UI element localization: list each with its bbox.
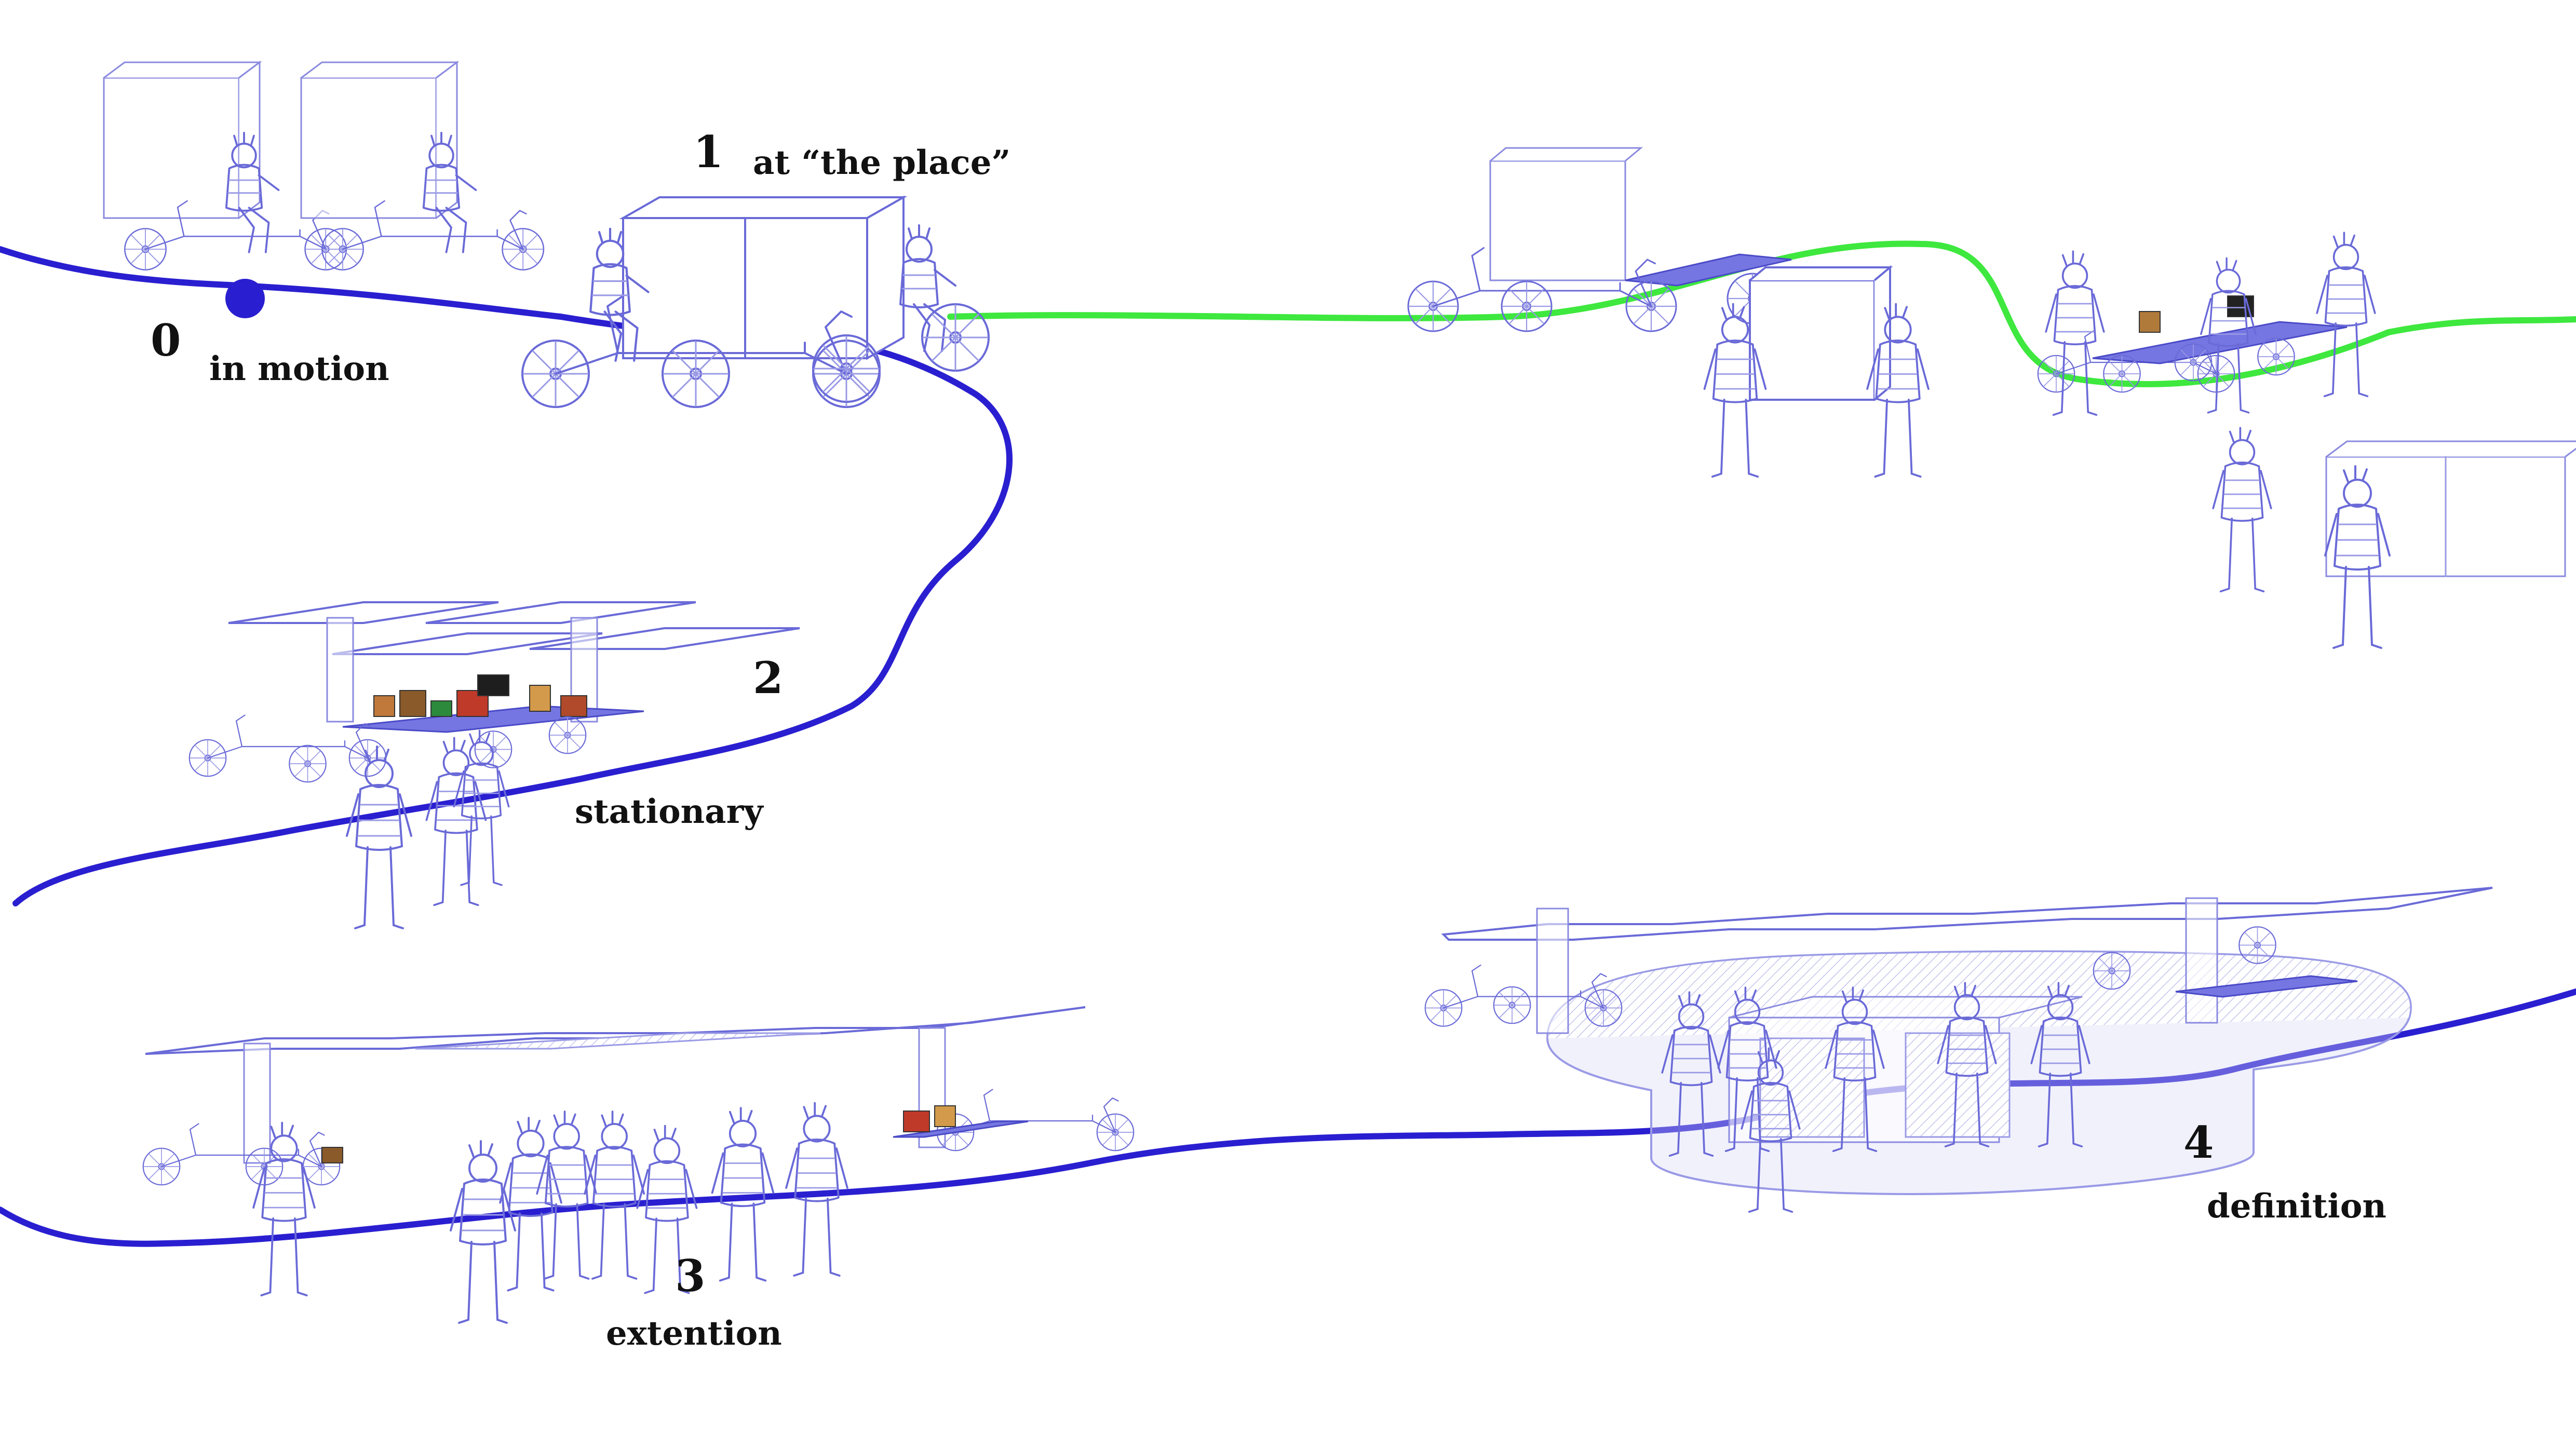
stage2-goods xyxy=(373,674,587,717)
stage-2-label: 2 stationary xyxy=(575,652,783,831)
stage-2-number: 2 xyxy=(753,652,783,703)
stage-3-caption: extention xyxy=(606,1314,782,1353)
stage1-carried-box xyxy=(1703,265,1930,478)
blue-route-middle xyxy=(12,333,1013,906)
motion-marker-dot xyxy=(225,279,265,318)
stage1-unloading-bike xyxy=(1408,147,1792,332)
stage-4-number: 4 xyxy=(2183,1117,2214,1168)
stage-0-label: 0 in motion xyxy=(151,315,389,388)
stage1-setup-bike xyxy=(2038,232,2376,416)
stage3-extended-cart xyxy=(143,1006,1134,1324)
stage-2-caption: stationary xyxy=(575,792,764,831)
stage-1-label: 1 at “the place” xyxy=(693,126,1010,182)
green-route xyxy=(947,240,2576,387)
stage0-bike-b xyxy=(300,61,544,270)
blue-route-top xyxy=(0,246,730,341)
stage1-stacked-boxes xyxy=(2212,427,2576,649)
stage-3-number: 3 xyxy=(675,1250,705,1302)
stage1-cargo-bike xyxy=(522,195,990,408)
stage-4-caption: definition xyxy=(2207,1187,2386,1226)
stage0-bike-a xyxy=(103,61,346,270)
stage4-enclosed-pavilion xyxy=(1425,887,2493,1213)
stage2-stationary-cart xyxy=(190,601,801,929)
stage-3-label: 3 extention xyxy=(606,1250,782,1353)
stage-1-caption: at “the place” xyxy=(753,143,1010,182)
stage-4-label: 4 definition xyxy=(2183,1117,2386,1226)
stage-0-number: 0 xyxy=(151,315,181,366)
stage-0-caption: in motion xyxy=(209,349,389,388)
blue-route-bottom xyxy=(0,988,2576,1247)
stage-1-number: 1 xyxy=(693,126,723,178)
